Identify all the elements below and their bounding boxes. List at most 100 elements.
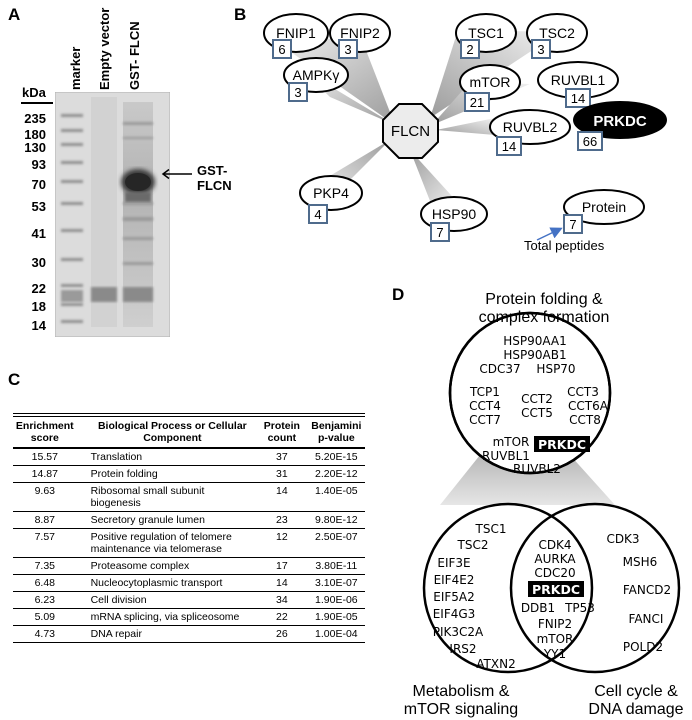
gene: HSP70 (536, 362, 575, 376)
node-count: 14 (502, 139, 516, 154)
top-highlight-box (534, 436, 590, 452)
kda-93: 93 (31, 157, 46, 172)
venn-right-title-2: DNA damage (588, 701, 683, 718)
node-count: 3 (537, 42, 544, 57)
enrichment-table: Enrichment score Biological Process or C… (13, 417, 365, 643)
gel-image (55, 92, 170, 337)
cell-protein-count: 34 (256, 591, 308, 609)
cell-protein-count: 26 (256, 625, 308, 643)
node-count: 2 (466, 42, 473, 57)
gene: CCT4 (469, 399, 501, 413)
legend-caption: Total peptides (524, 238, 605, 253)
node-label: RUVBL1 (551, 72, 606, 88)
gene: EIF4E2 (434, 573, 475, 587)
node-label: FNIP1 (276, 25, 316, 41)
node-tsc2: TSC2 3 (526, 13, 588, 59)
node-count: 3 (344, 42, 351, 57)
gene: CCT8 (569, 413, 601, 427)
cell-process: Positive regulation of telomere maintena… (76, 528, 257, 558)
panel-letter-a: A (8, 5, 21, 24)
cell-p-value: 2.20E-12 (307, 465, 365, 483)
gene: ATXN2 (476, 657, 515, 671)
gene: FANCD2 (623, 583, 671, 597)
middle-highlight-box (528, 581, 584, 597)
gst-flcn-arrow-icon (161, 168, 192, 180)
gene: mTOR (537, 632, 574, 646)
cell-process: Secretory granule lumen (76, 511, 257, 529)
flcn-hub (382, 103, 439, 159)
panel-letter-c: C (8, 370, 21, 389)
flcn-label: FLCN (391, 123, 430, 140)
node-count: 21 (470, 95, 484, 110)
cell-protein-count: 23 (256, 511, 308, 529)
cell-p-value: 3.10E-07 (307, 574, 365, 592)
node-tsc1: TSC1 2 (455, 13, 517, 59)
cell-enrichment-score: 5.09 (13, 608, 77, 626)
cell-protein-count: 14 (256, 482, 308, 512)
cell-protein-count: 17 (256, 557, 308, 575)
node-count: 6 (278, 42, 285, 57)
legend: Protein 7 Total peptides (524, 189, 645, 253)
venn-top-title-2: complex formation (479, 309, 610, 326)
node-label: FNIP2 (340, 25, 380, 41)
cell-protein-count: 22 (256, 608, 308, 626)
kda-22: 22 (31, 281, 46, 296)
cell-protein-count: 37 (256, 448, 308, 466)
node-pkp4: PKP4 4 (299, 175, 363, 224)
cell-p-value: 2.50E-07 (307, 528, 365, 558)
kda-18: 18 (31, 299, 46, 314)
table-header-row: Enrichment score Biological Process or C… (13, 417, 365, 448)
kda-235: 235 (24, 111, 46, 126)
gene: TP53 (564, 601, 595, 615)
cell-process: DNA repair (76, 625, 257, 643)
gene: PIK3C2A (433, 625, 484, 639)
panel-b-network: FLCN FNIP1 6 FNIP2 3 AMPKγ 3 TSC1 2 TSC2… (263, 13, 667, 253)
cell-p-value: 1.90E-06 (307, 591, 365, 609)
node-count: 3 (294, 85, 301, 100)
kda-title: kDa (22, 85, 46, 100)
gene: CDC20 (534, 566, 575, 580)
node-label: mTOR (470, 74, 511, 90)
middle-highlight-prkdc: PRKDC (532, 582, 580, 597)
header-biological-process: Biological Process or Cellular Component (97, 420, 247, 444)
cell-enrichment-score: 9.63 (13, 482, 77, 512)
kda-180: 180 (24, 127, 46, 142)
node-count: 4 (314, 207, 321, 222)
panel-letter-d: D (392, 285, 405, 304)
node-label: RUVBL2 (503, 119, 558, 135)
kda-14: 14 (31, 318, 46, 333)
header-protein-count: Protein count (263, 420, 300, 444)
legend-label: Protein (582, 199, 626, 215)
node-label: PRKDC (593, 113, 647, 130)
gene: IRS2 (449, 642, 476, 656)
gene: RUVBL1 (482, 449, 530, 463)
gene: RUVBL2 (513, 462, 561, 476)
gene: POLD2 (623, 640, 663, 654)
gene: CCT5 (521, 406, 553, 420)
cell-process: mRNA splicing, via spliceosome (76, 608, 257, 626)
cell-protein-count: 12 (256, 528, 308, 558)
venn-right-genes: CDK3 MSH6 FANCD2 FANCI POLD2 (606, 532, 671, 654)
gene: CCT3 (567, 385, 599, 399)
venn-left-title-1: Metabolism & (413, 683, 510, 700)
cell-enrichment-score: 6.23 (13, 591, 77, 609)
gene: EIF5A2 (433, 590, 475, 604)
venn-left-circle (422, 502, 594, 674)
gene: mTOR (493, 435, 530, 449)
node-label: TSC1 (468, 25, 504, 41)
arrow-label-line2: FLCN (197, 178, 232, 193)
venn-funnel (440, 455, 615, 505)
gene: EIF3E (437, 556, 470, 570)
cell-protein-count: 31 (256, 465, 308, 483)
cell-enrichment-score: 6.48 (13, 574, 77, 592)
gene: CDK4 (538, 538, 571, 552)
cell-p-value: 1.00E-04 (307, 625, 365, 643)
